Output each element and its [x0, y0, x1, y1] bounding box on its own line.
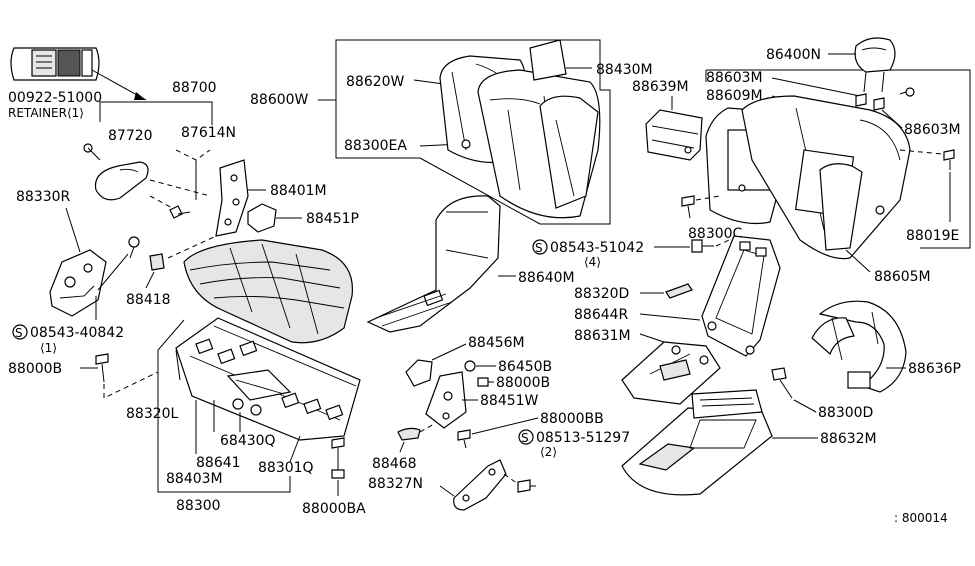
svg-text:S: S — [15, 326, 23, 340]
part-label-88019E: 88019E — [906, 228, 959, 244]
part-label-88603M-a: 88603M — [706, 70, 763, 86]
part-label-87720: 87720 — [108, 128, 153, 144]
diagram-code: : 800014 — [894, 511, 948, 525]
part-label-88605M: 88605M — [874, 269, 931, 285]
part-label-88451W: 88451W — [480, 393, 539, 409]
part-label-88000BA: 88000BA — [302, 501, 366, 517]
bolt-icon — [331, 437, 345, 479]
guide-icon — [855, 87, 915, 111]
seat-belt-88636P-icon — [811, 300, 907, 393]
pin-88468-icon — [397, 427, 421, 441]
part-label-88456M: 88456M — [468, 335, 525, 351]
svg-text:S: S — [535, 241, 543, 255]
part-label-88609M: 88609M — [706, 88, 763, 104]
cover-88451P-icon — [247, 203, 277, 233]
part-label-88330R: 88330R — [16, 189, 71, 205]
part-qty-08513-51297: ⟨2⟩ — [540, 445, 557, 459]
part-label-88401M: 88401M — [270, 183, 327, 199]
svg-text:S: S — [521, 431, 529, 445]
headrest-86400N-icon — [854, 37, 896, 93]
bolt-icon — [169, 205, 191, 219]
part-label-88430M: 88430M — [596, 62, 653, 78]
part-label-88418: 88418 — [126, 292, 171, 308]
washer-icon — [464, 360, 476, 372]
armrest-pad-icon — [83, 143, 149, 201]
screw-mark-icon: S — [518, 429, 534, 445]
part-label-88000B-mid: 88000B — [496, 375, 550, 391]
part-label-88451P: 88451P — [306, 211, 359, 227]
pin-88320D-icon — [665, 283, 693, 299]
part-label-88631M: 88631M — [574, 328, 631, 344]
seatback-frame-icon — [705, 95, 911, 260]
part-label-88300D: 88300D — [818, 405, 873, 421]
arrow-head-icon — [134, 92, 146, 100]
part-label-88639M: 88639M — [632, 79, 689, 95]
part-label-88468: 88468 — [372, 456, 417, 472]
part-label-88320L: 88320L — [126, 406, 179, 422]
part-label-88000B-left: 88000B — [8, 361, 62, 377]
screw-mark-icon: S — [12, 324, 28, 340]
hinge-88451W-icon — [425, 371, 467, 429]
bracket-line — [157, 476, 291, 493]
part-label-68430Q: 68430Q — [220, 433, 276, 449]
bolt-icon — [457, 429, 471, 449]
clip-88418-icon — [149, 253, 165, 271]
part-label-88301Q: 88301Q — [258, 460, 314, 476]
part-label-88640M: 88640M — [518, 270, 575, 286]
bolt-icon — [943, 149, 955, 170]
bracket-line — [99, 101, 213, 125]
part-label-88300C: 88300C — [688, 226, 743, 242]
bolt-icon — [95, 353, 109, 383]
frame-line — [419, 39, 611, 225]
bracket-88401M-icon — [215, 159, 249, 237]
seat-cushion-icon — [183, 239, 354, 344]
part-label-88000BB: 88000BB — [540, 411, 604, 427]
part-label-86400N: 86400N — [766, 47, 821, 63]
part-label-88632M: 88632M — [820, 431, 877, 447]
part-label-88300EA: 88300EA — [344, 138, 407, 154]
part-label-88600W: 88600W — [250, 92, 309, 108]
part-label-88641: 88641 — [196, 455, 241, 471]
screw-icon — [128, 236, 140, 259]
part-qty-08543-51042: ⟨4⟩ — [584, 255, 601, 269]
armrest-88632M-icon — [621, 389, 773, 496]
part-label-88636P: 88636P — [908, 361, 961, 377]
part-label-88603M-b: 88603M — [904, 122, 961, 138]
screw-icon — [517, 479, 536, 493]
hinge-88330R-icon — [49, 249, 107, 317]
part-label-88700: 88700 — [172, 80, 217, 96]
part-label-88620W: 88620W — [346, 74, 405, 90]
part-label-88644R: 88644R — [574, 307, 629, 323]
center-back-88640M-icon — [366, 195, 501, 333]
cover-88456M-icon — [405, 359, 433, 387]
part-label-88320D: 88320D — [574, 286, 629, 302]
screw-mark-icon: S — [532, 239, 548, 255]
part-label-88403M: 88403M — [166, 471, 223, 487]
screw-icon — [691, 239, 714, 253]
frame-line — [335, 110, 420, 159]
part-label-08513-51297: 08513-51297 — [536, 430, 630, 446]
part-label-87614N: 87614N — [181, 125, 236, 141]
cover-88327N-icon — [453, 459, 507, 511]
armrest-cupholder-icon — [645, 109, 703, 161]
part-label-88300: 88300 — [176, 498, 221, 514]
part-label-88327N: 88327N — [368, 476, 423, 492]
part-label-00922-51000: 00922-51000 — [8, 90, 102, 106]
label-tag-icon — [10, 47, 100, 81]
seat-frame-icon — [175, 317, 361, 441]
part-label-08543-40842: 08543-40842 — [30, 325, 124, 341]
part-label-08543-51042: 08543-51042 — [550, 240, 644, 256]
seatback-cover-icon — [439, 39, 601, 219]
part-label-86450B: 86450B — [498, 359, 552, 375]
bolt-icon — [681, 195, 695, 219]
part-qty-08543-40842: ⟨1⟩ — [40, 341, 57, 355]
frame-line — [335, 39, 452, 110]
armrest-base-88631M-icon — [621, 341, 721, 405]
bolt-icon — [771, 367, 793, 399]
part-label-retainer: RETAINER⟨1⟩ — [8, 106, 84, 120]
bolt-icon — [477, 377, 494, 387]
seatback-frame-88644R-icon — [701, 235, 781, 357]
frame-line — [706, 69, 971, 249]
